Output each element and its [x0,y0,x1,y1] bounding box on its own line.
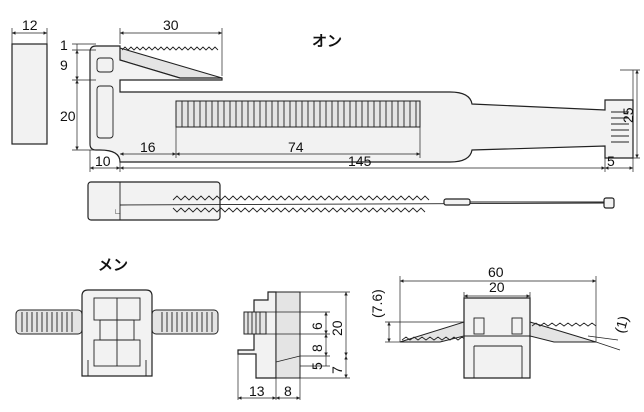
dim-head-offset: 10 [95,153,111,169]
svg-text:∟: ∟ [114,207,122,216]
dim-end-height: 25 [620,107,636,123]
dim-strap-start: 16 [140,139,156,155]
female-side-body [237,291,277,379]
label-female: メン [98,256,128,274]
dim-female-h1: (7.6) [369,289,385,318]
dim-total-length: 145 [348,153,372,169]
dim-female-width: 60 [488,264,504,280]
dim-side-8: 8 [309,344,325,352]
female-section-view: 60 20 (7.6) (1) [369,264,631,379]
dim-side-20: 20 [329,320,345,336]
end-view: 12 [11,17,48,145]
dim-side-6: 6 [309,322,325,330]
male-plan-view: 30 1 9 20 10 16 74 145 5 25 オン [60,17,640,172]
dim-top-width: 12 [22,17,38,33]
strap-ribs [175,100,421,128]
female-side-view: 6 20 8 5 7 13 8 [237,291,350,400]
dim-head-upper: 9 [60,57,68,73]
dim-end-tab: 5 [607,153,615,169]
dim-strap-length: 74 [288,139,304,155]
dim-side-5: 5 [309,362,325,370]
male-side-view: ∟ [87,181,615,221]
dim-side-13: 13 [249,383,265,399]
dim-female-h2: (1) [611,314,631,335]
side-head [87,181,221,221]
label-male: オン [312,32,342,50]
dim-side-8b: 8 [284,383,292,399]
dim-tooth-length: 30 [163,17,179,33]
dim-side-7: 7 [329,366,345,374]
dim-tooth-gap: 1 [60,37,68,53]
end-view-body [11,43,48,145]
female-front-view: メン [15,256,219,377]
dim-head-lower: 20 [60,108,76,124]
dim-female-inner: 20 [489,279,505,295]
